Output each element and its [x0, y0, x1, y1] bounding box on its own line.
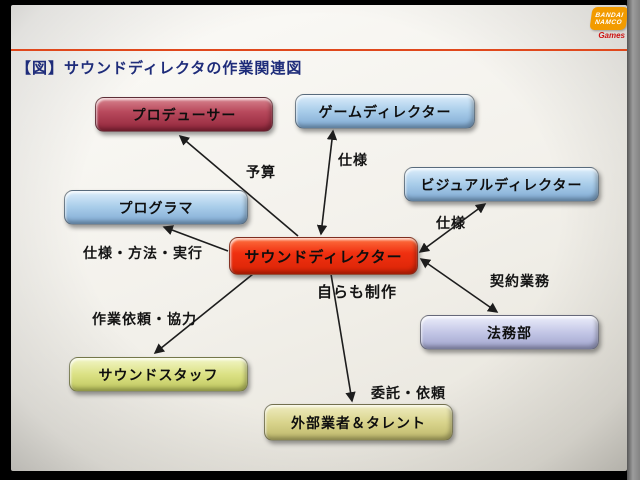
annotation-self-produce: 自らも制作 — [317, 284, 398, 301]
page-title: 【図】サウンドディレクタの作業関連図 — [16, 60, 303, 77]
node-sound-staff: サウンドスタッフ — [69, 357, 248, 392]
node-visual-director-label: ビジュアルディレクター — [420, 176, 583, 193]
logo-text-line2: NAMCO — [594, 18, 623, 26]
node-programmer: プログラマ — [64, 190, 248, 225]
edge-label-outsourcing: 委託・依頼 — [371, 385, 446, 401]
bandai-namco-logo: BANDAI NAMCO — [589, 7, 629, 30]
logo-games-text: Games — [598, 31, 625, 40]
node-external-vendors: 外部業者＆タレント — [264, 404, 453, 441]
edge-label-spec-visual: 仕様 — [436, 215, 466, 231]
node-game-director: ゲームディレクター — [295, 94, 475, 129]
node-programmer-label: プログラマ — [118, 199, 194, 216]
node-visual-director: ビジュアルディレクター — [404, 167, 599, 202]
monitor-bezel-strip — [627, 0, 640, 480]
node-sound-staff-label: サウンドスタッフ — [98, 366, 219, 383]
edge-label-contract: 契約業務 — [490, 273, 550, 289]
edge-label-budget: 予算 — [246, 164, 276, 180]
edge-label-spec-programmer: 仕様・方法・実行 — [83, 245, 203, 261]
header-rule — [11, 49, 627, 51]
edge-label-spec-game: 仕様 — [338, 152, 368, 168]
node-legal-department-label: 法務部 — [487, 324, 532, 341]
edge-label-work-request: 作業依頼・協力 — [92, 311, 197, 327]
logo-text-line1: BANDAI — [594, 11, 625, 19]
node-sound-director: サウンドディレクター — [229, 237, 418, 275]
node-game-director-label: ゲームディレクター — [318, 103, 452, 120]
node-producer: プロデューサー — [95, 97, 273, 132]
node-sound-director-label: サウンドディレクター — [244, 248, 403, 266]
node-producer-label: プロデューサー — [131, 106, 237, 123]
node-legal-department: 法務部 — [420, 315, 599, 350]
node-external-vendors-label: 外部業者＆タレント — [291, 414, 426, 431]
